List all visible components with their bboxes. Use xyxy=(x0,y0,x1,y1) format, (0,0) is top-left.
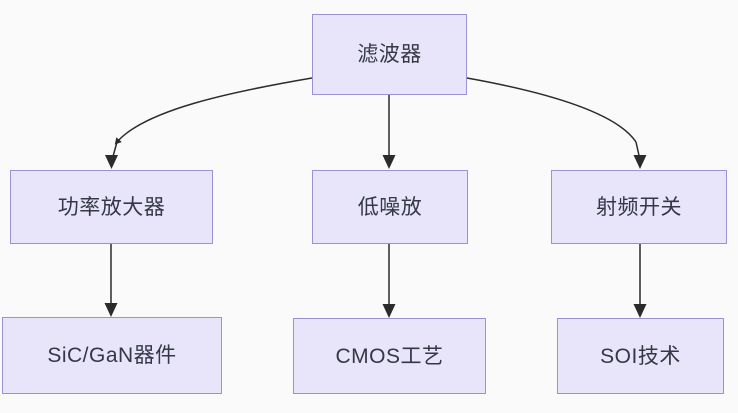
node-soi-technology[interactable]: SOI技术 xyxy=(557,318,724,394)
node-label: 功率放大器 xyxy=(57,195,166,219)
edge-root-to-pa-head xyxy=(105,155,118,169)
node-low-noise-amplifier[interactable]: 低噪放 xyxy=(312,170,468,244)
node-label: 滤波器 xyxy=(357,43,422,66)
edge-root-to-lna-head xyxy=(382,155,396,169)
edge-root-to-pa xyxy=(114,77,313,145)
node-label: SiC/GaN器件 xyxy=(47,344,177,367)
node-label: 射频开关 xyxy=(596,195,682,219)
node-sic-gan-device[interactable]: SiC/GaN器件 xyxy=(2,317,222,394)
edge-lna-to-cmos-head xyxy=(382,304,396,318)
edge-root-to-pa-stem xyxy=(111,141,118,161)
node-power-amplifier[interactable]: 功率放大器 xyxy=(10,170,213,244)
edge-root-to-rfsw-stem xyxy=(635,141,641,161)
edge-pa-to-sicgan-head xyxy=(104,303,118,317)
node-cmos-process[interactable]: CMOS工艺 xyxy=(293,318,486,394)
edge-rfsw-to-soi-head xyxy=(633,304,647,318)
edge-root-to-rfsw xyxy=(466,77,637,143)
node-rf-switch[interactable]: 射频开关 xyxy=(551,170,727,244)
node-filter[interactable]: 滤波器 xyxy=(312,14,467,95)
node-label: CMOS工艺 xyxy=(335,344,444,368)
node-label: SOI技术 xyxy=(600,344,681,368)
node-label: 低噪放 xyxy=(357,195,423,219)
edge-root-to-rfsw-head xyxy=(633,155,647,169)
